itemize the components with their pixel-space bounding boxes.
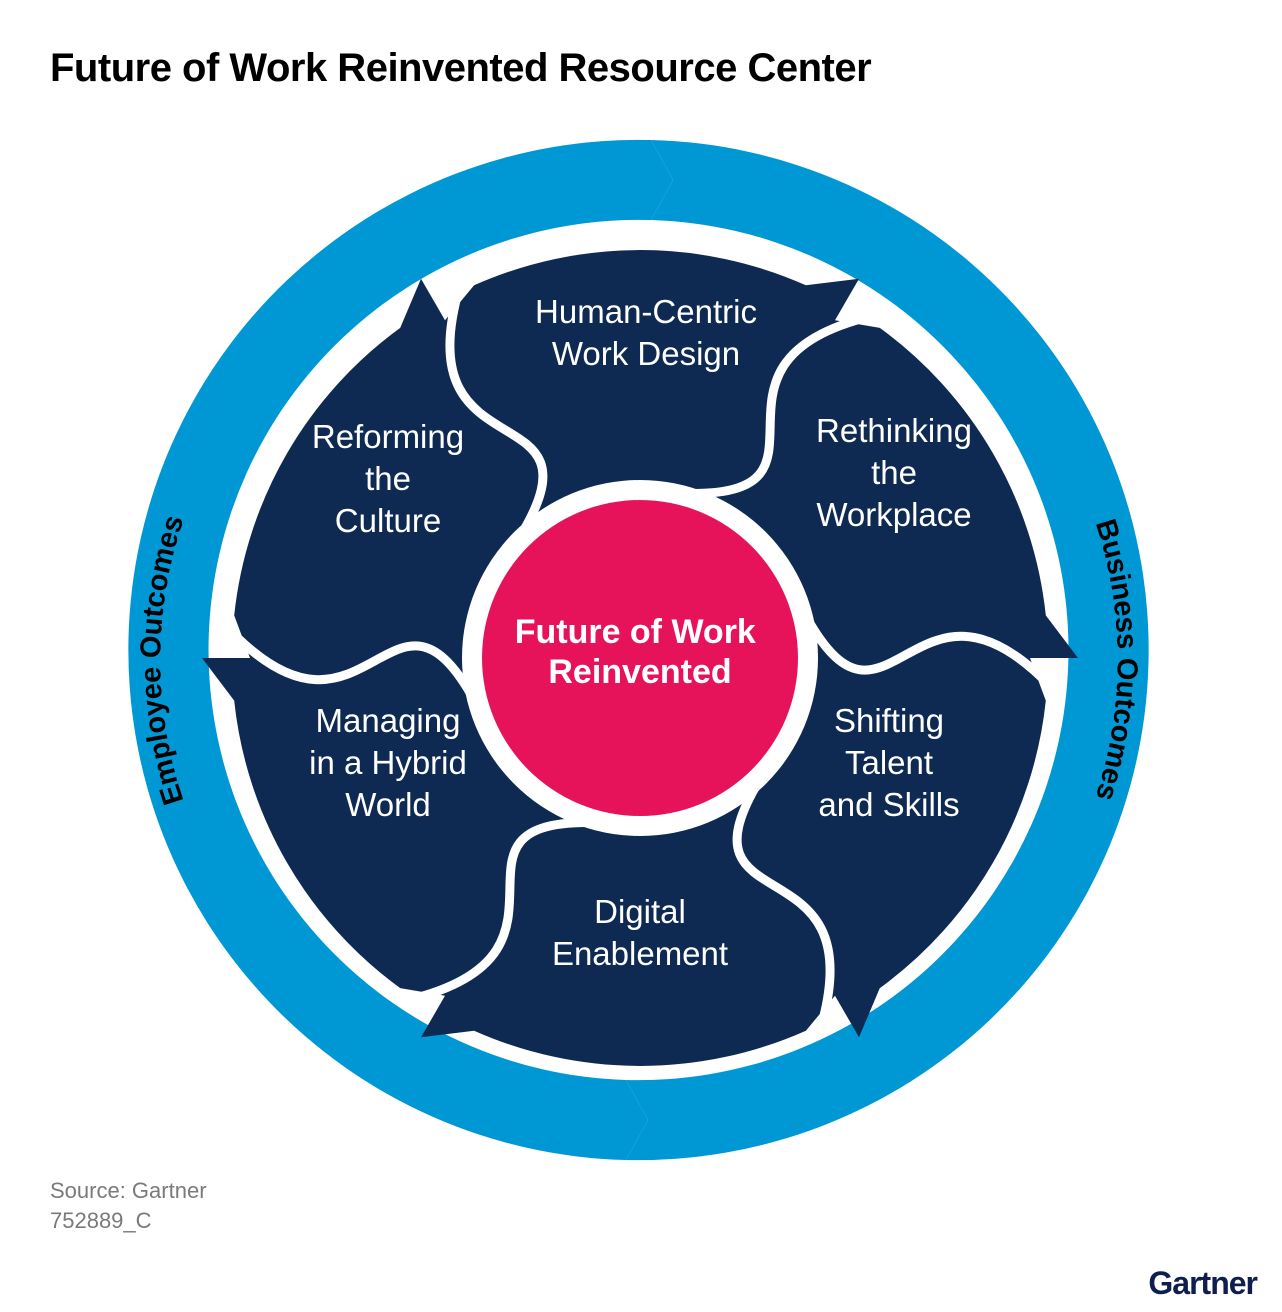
business-outcomes-arc xyxy=(626,140,1149,1161)
source-text: Source: Gartner xyxy=(50,1178,207,1203)
segment-separator xyxy=(804,617,1056,692)
center-label-line: Reinvented xyxy=(548,653,731,691)
source-note: Source: Gartner 752889_C xyxy=(50,1176,207,1236)
segment-label-line: Enablement xyxy=(552,935,728,972)
segment-label-line: World xyxy=(345,786,431,823)
segment-label-line: the xyxy=(365,460,411,497)
segment-separator xyxy=(688,311,875,498)
segment-label-line: Reforming xyxy=(312,418,464,455)
gartner-logo: Gartner xyxy=(1148,1265,1258,1301)
segment-separator xyxy=(405,818,592,1005)
segment-label-line: the xyxy=(871,454,917,491)
segment-label-line: Shifting xyxy=(834,702,944,739)
segment-label-line: Workplace xyxy=(816,496,971,533)
segment-label-line: Rethinking xyxy=(816,412,972,449)
segment-separators xyxy=(224,283,1056,1033)
segment-separator xyxy=(732,782,835,1033)
figure-id: 752889_C xyxy=(50,1208,152,1233)
segment-label-line: Digital xyxy=(594,893,686,930)
center-hub xyxy=(482,500,798,816)
center-label-line: Future of Work xyxy=(515,613,756,651)
segment-label-line: Human-Centric xyxy=(535,293,757,330)
segment-label-line: Managing xyxy=(316,702,461,739)
page-title: Future of Work Reinvented Resource Cente… xyxy=(50,46,872,90)
segment-label-line: in a Hybrid xyxy=(309,744,467,781)
segment-label-line: and Skills xyxy=(818,786,959,823)
segment-label-line: Talent xyxy=(845,744,933,781)
center-label: Future of Work Reinvented xyxy=(515,613,766,691)
segment-label-line: Culture xyxy=(335,502,441,539)
segment-separator xyxy=(445,283,548,534)
segment-separator xyxy=(224,624,476,699)
employee-outcomes-arc xyxy=(128,139,673,1160)
segment-label-line: Work Design xyxy=(552,335,740,372)
